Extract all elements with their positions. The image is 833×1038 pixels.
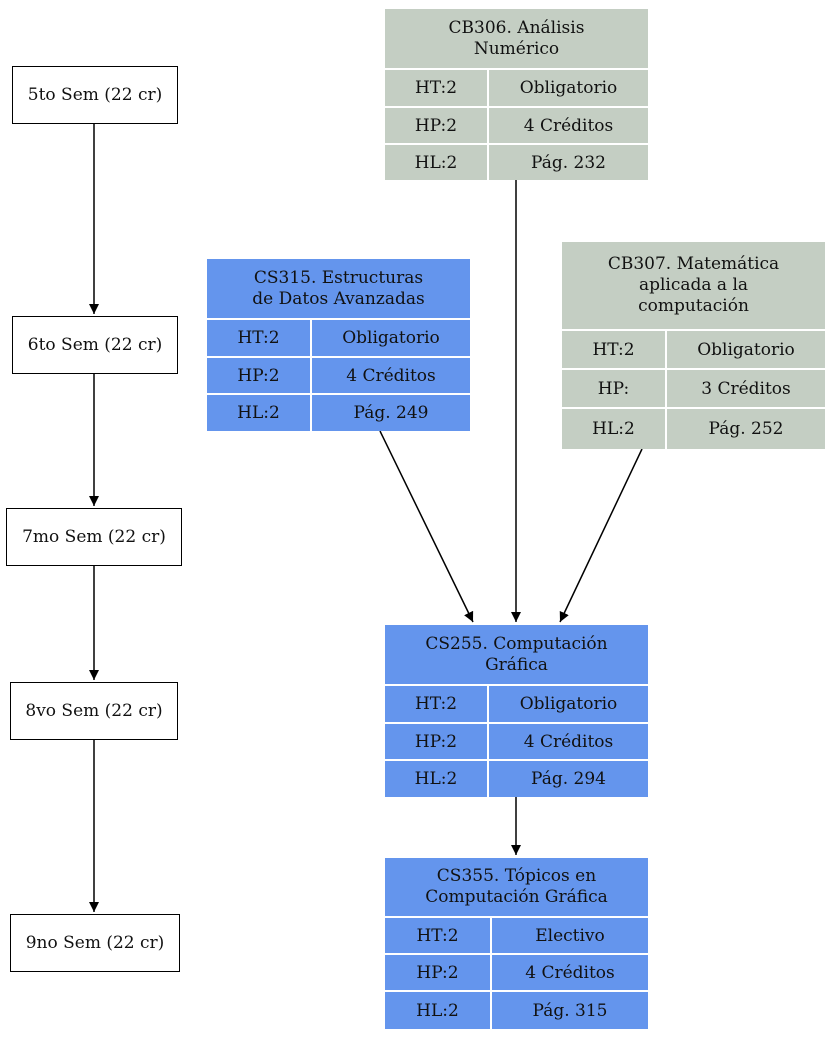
course-row-hl: HL:2 Pág. 232 — [385, 143, 648, 180]
ht-cell: HT:2 — [385, 686, 489, 722]
semester-9no: 9no Sem (22 cr) — [10, 914, 180, 972]
course-cs315: CS315. Estructuras de Datos Avanzadas HT… — [207, 259, 470, 431]
ht-cell: HT:2 — [385, 70, 489, 106]
page-cell: Pág. 294 — [531, 769, 606, 789]
type-cell: Obligatorio — [697, 339, 795, 360]
course-row-hl: HL:2 Pág. 294 — [385, 759, 648, 797]
ht-cell: HT:2 — [207, 320, 312, 356]
course-row-hl: HL:2 Pág. 252 — [562, 407, 825, 449]
hp-cell: HP:2 — [385, 955, 492, 990]
ht-cell: HT:2 — [562, 331, 667, 368]
course-title: CS355. Tópicos en Computación Gráfica — [385, 858, 648, 916]
edge-cs315-cs255 — [379, 430, 474, 623]
course-title-line: CB306. Análisis — [448, 17, 585, 38]
course-title-line: Gráfica — [485, 654, 548, 675]
course-row-hl: HL:2 Pág. 249 — [207, 393, 470, 431]
semester-5to: 5to Sem (22 cr) — [12, 66, 178, 124]
type-cell: Obligatorio — [519, 694, 618, 714]
page-cell: Pág. 252 — [708, 419, 784, 439]
hl-cell: HL:2 — [385, 992, 492, 1029]
hl-cell: HL:2 — [207, 395, 312, 431]
page-cell: Pág. 315 — [532, 1000, 608, 1021]
hl-cell: HL:2 — [385, 145, 489, 180]
course-row-hp: HP:2 4 Créditos — [207, 356, 470, 393]
course-row-hp: HP:2 4 Créditos — [385, 106, 648, 143]
semester-8vo: 8vo Sem (22 cr) — [10, 682, 178, 740]
credits-cell: 3 Créditos — [701, 378, 791, 399]
hp-cell: HP: — [562, 370, 667, 407]
credits-cell: 4 Créditos — [346, 365, 436, 386]
course-cb306: CB306. Análisis Numérico HT:2 Obligatori… — [385, 9, 648, 180]
course-title-line: de Datos Avanzadas — [252, 288, 425, 309]
course-title-line: Computación Gráfica — [425, 887, 608, 907]
course-cs355: CS355. Tópicos en Computación Gráfica HT… — [385, 858, 648, 1029]
edge-cb307-cs255 — [559, 448, 643, 623]
ht-cell: HT:2 — [385, 918, 492, 953]
course-title-line: aplicada a la — [638, 275, 749, 296]
course-row-hp: HP:2 4 Créditos — [385, 722, 648, 759]
course-title-line: CS355. Tópicos en — [436, 866, 597, 887]
hp-cell: HP:2 — [385, 724, 489, 759]
hl-cell: HL:2 — [562, 409, 667, 449]
course-row-ht: HT:2 Obligatorio — [385, 684, 648, 722]
semester-7mo: 7mo Sem (22 cr) — [6, 508, 182, 566]
course-title-line: CS315. Estructuras — [253, 267, 424, 288]
page-cell: Pág. 249 — [353, 403, 429, 423]
course-row-hp: HP: 3 Créditos — [562, 368, 825, 407]
type-cell: Obligatorio — [342, 328, 440, 348]
course-title-line: Numérico — [473, 38, 560, 59]
semester-6to: 6to Sem (22 cr) — [12, 316, 178, 374]
hp-cell: HP:2 — [207, 358, 312, 393]
course-row-ht: HT:2 Electivo — [385, 916, 648, 953]
hp-cell: HP:2 — [385, 108, 489, 143]
course-row-hp: HP:2 4 Créditos — [385, 953, 648, 990]
page-cell: Pág. 232 — [531, 152, 606, 173]
credits-cell: 4 Créditos — [523, 115, 614, 136]
type-cell: Obligatorio — [519, 78, 618, 98]
credits-cell: 4 Créditos — [523, 731, 614, 752]
course-cs255: CS255. Computación Gráfica HT:2 Obligato… — [385, 625, 648, 797]
credits-cell: 4 Créditos — [525, 962, 615, 983]
course-title: CS255. Computación Gráfica — [385, 625, 648, 684]
course-row-ht: HT:2 Obligatorio — [385, 68, 648, 106]
type-cell: Electivo — [535, 925, 605, 946]
course-title: CB307. Matemática aplicada a la computac… — [562, 242, 825, 329]
course-title-line: computación — [638, 295, 749, 316]
hl-cell: HL:2 — [385, 761, 489, 797]
course-row-ht: HT:2 Obligatorio — [562, 329, 825, 368]
course-cb307: CB307. Matemática aplicada a la computac… — [562, 242, 825, 449]
course-title-line: CB307. Matemática — [607, 254, 780, 275]
course-title: CB306. Análisis Numérico — [385, 9, 648, 68]
course-row-ht: HT:2 Obligatorio — [207, 318, 470, 356]
course-row-hl: HL:2 Pág. 315 — [385, 990, 648, 1029]
course-title: CS315. Estructuras de Datos Avanzadas — [207, 259, 470, 318]
course-title-line: CS255. Computación — [425, 633, 608, 654]
